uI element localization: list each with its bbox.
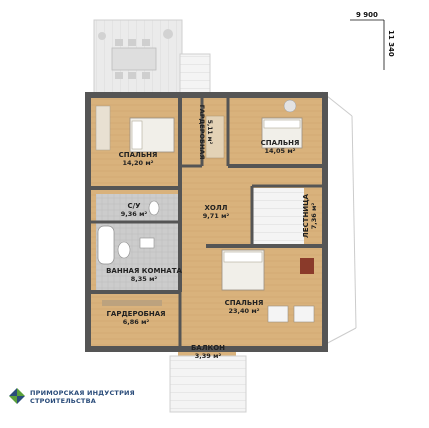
balcony-area [169,330,247,413]
room-name-wardrobe-1: ГАРДЕРОБНАЯ [198,105,206,160]
room-area-bedroom-1: 14,20 м² [123,159,154,167]
room-name-toilet: С/У [127,202,141,210]
room-name-bedroom-2: СПАЛЬНЯ [261,139,300,147]
walls [85,92,328,352]
room-area-bedroom-2: 14,05 м² [265,147,296,155]
room-area-hall: 9,71 м² [203,212,230,220]
room-name-bedroom-3: СПАЛЬНЯ [225,299,264,307]
room-name-bathroom: ВАННАЯ КОМНАТА [106,267,182,275]
room-area-wardrobe-2: 6,86 м² [123,318,150,326]
room-labels: СПАЛЬНЯ 14,20 м² ГАРДЕРОБНАЯ 5,11 м² СПА… [106,105,318,360]
room-name-bedroom-1: СПАЛЬНЯ [119,151,158,159]
room-name-balcony: БАЛКОН [191,344,225,352]
room-name-hall: ХОЛЛ [205,204,228,212]
room-area-wardrobe-1: 5,11 м² [206,120,213,145]
room-area-stairs: 7,36 м² [310,203,318,230]
width-dimension: 9 900 [356,11,378,19]
height-dimension: 11 340 [387,30,395,57]
room-area-toilet: 9,36 м² [121,210,148,218]
logo-line-2: СТРОИТЕЛЬСТВА [30,397,96,405]
terrace [93,19,211,101]
logo-mark-icon [9,388,25,404]
furniture [95,99,315,323]
room-name-stairs: ЛЕСТНИЦА [302,193,310,238]
room-area-bathroom: 8,35 м² [131,275,158,283]
dimensions: 9 900 11 340 [350,11,395,70]
room-area-balcony: 3,39 м² [195,352,222,360]
room-area-bedroom-3: 23,40 м² [229,307,260,315]
logo-line-1: ПРИМОРСКАЯ ИНДУСТРИЯ [30,389,135,397]
room-name-wardrobe-2: ГАРДЕРОБНАЯ [106,310,165,318]
company-logo: ПРИМОРСКАЯ ИНДУСТРИЯ СТРОИТЕЛЬСТВА [8,384,188,424]
